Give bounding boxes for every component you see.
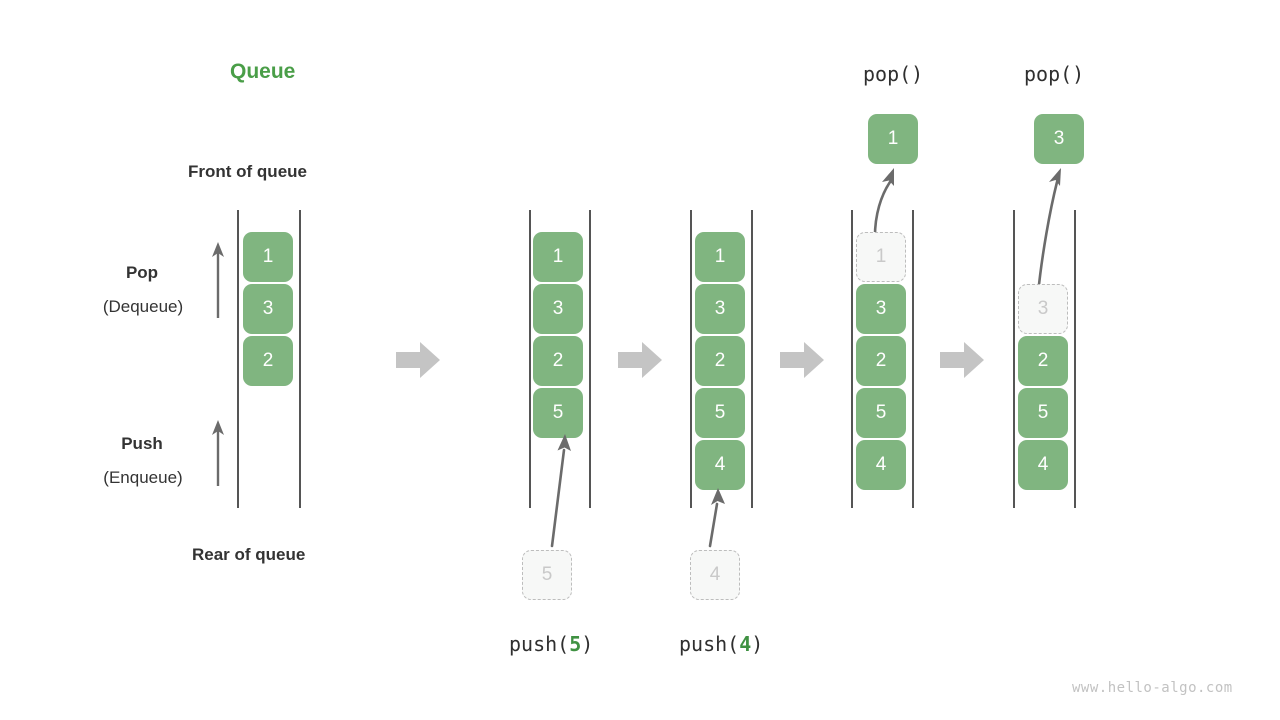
queue-element: 2 <box>856 336 906 386</box>
enqueue-motion-arrow-icon <box>708 488 725 548</box>
rear-of-queue-label: Rear of queue <box>192 545 306 564</box>
caption-fn: push( <box>679 632 740 656</box>
queue-element: 1 <box>695 232 745 282</box>
popped-element: 1 <box>868 114 918 164</box>
transition-arrow-icon <box>780 342 824 378</box>
push-direction-arrow-icon <box>212 420 224 486</box>
pop-direction-arrow-icon <box>212 242 224 318</box>
queue-element: 5 <box>856 388 906 438</box>
queue-rail-left <box>1013 210 1015 508</box>
stage-caption-push-4: push(4) <box>679 632 763 656</box>
queue-element: 2 <box>533 336 583 386</box>
queue-element: 5 <box>695 388 745 438</box>
push-label: Push <box>121 434 163 453</box>
stage-caption-push-5: push(5) <box>509 632 593 656</box>
queue-element: 2 <box>695 336 745 386</box>
queue-element: 3 <box>695 284 745 334</box>
queue-element: 4 <box>856 440 906 490</box>
queue-element: 1 <box>243 232 293 282</box>
transition-arrow-icon <box>618 342 662 378</box>
queue-element: 2 <box>243 336 293 386</box>
pop-label: Pop <box>125 263 159 282</box>
incoming-element-placeholder: 4 <box>690 550 740 600</box>
transition-arrow-icon <box>396 342 440 378</box>
dequeue-motion-arrow-icon <box>1036 168 1061 296</box>
queue-element: 3 <box>533 284 583 334</box>
pop-operation-label: pop() <box>863 62 924 86</box>
queue-element-removed: 1 <box>856 232 906 282</box>
queue-element: 5 <box>1018 388 1068 438</box>
queue-element: 3 <box>243 284 293 334</box>
queue-rail-right <box>751 210 753 508</box>
enqueue-motion-arrow-icon <box>550 434 571 548</box>
pop-operation-label: pop() <box>1024 62 1085 86</box>
queue-element: 2 <box>1018 336 1068 386</box>
queue-element-removed: 3 <box>1018 284 1068 334</box>
caption-arg: 4 <box>739 632 752 656</box>
queue-rail-left <box>529 210 531 508</box>
caption-close: ) <box>581 632 594 656</box>
incoming-element-placeholder: 5 <box>522 550 572 600</box>
queue-element: 1 <box>533 232 583 282</box>
watermark: www.hello-algo.com <box>1072 680 1233 696</box>
queue-rail-left <box>237 210 239 508</box>
queue-rail-right <box>1074 210 1076 508</box>
pop-sublabel: (Dequeue) <box>102 297 184 316</box>
queue-rail-left <box>851 210 853 508</box>
queue-rail-left <box>690 210 692 508</box>
queue-rail-right <box>912 210 914 508</box>
queue-rail-right <box>299 210 301 508</box>
push-sublabel: (Enqueue) <box>103 468 183 487</box>
front-of-queue-label: Front of queue <box>188 162 307 181</box>
caption-arg: 5 <box>569 632 582 656</box>
caption-close: ) <box>751 632 764 656</box>
queue-element: 5 <box>533 388 583 438</box>
diagram-title: Queue <box>230 60 296 83</box>
queue-element: 4 <box>695 440 745 490</box>
queue-element: 3 <box>856 284 906 334</box>
queue-rail-right <box>589 210 591 508</box>
transition-arrow-icon <box>940 342 984 378</box>
popped-element: 3 <box>1034 114 1084 164</box>
queue-element: 4 <box>1018 440 1068 490</box>
caption-fn: push( <box>509 632 570 656</box>
